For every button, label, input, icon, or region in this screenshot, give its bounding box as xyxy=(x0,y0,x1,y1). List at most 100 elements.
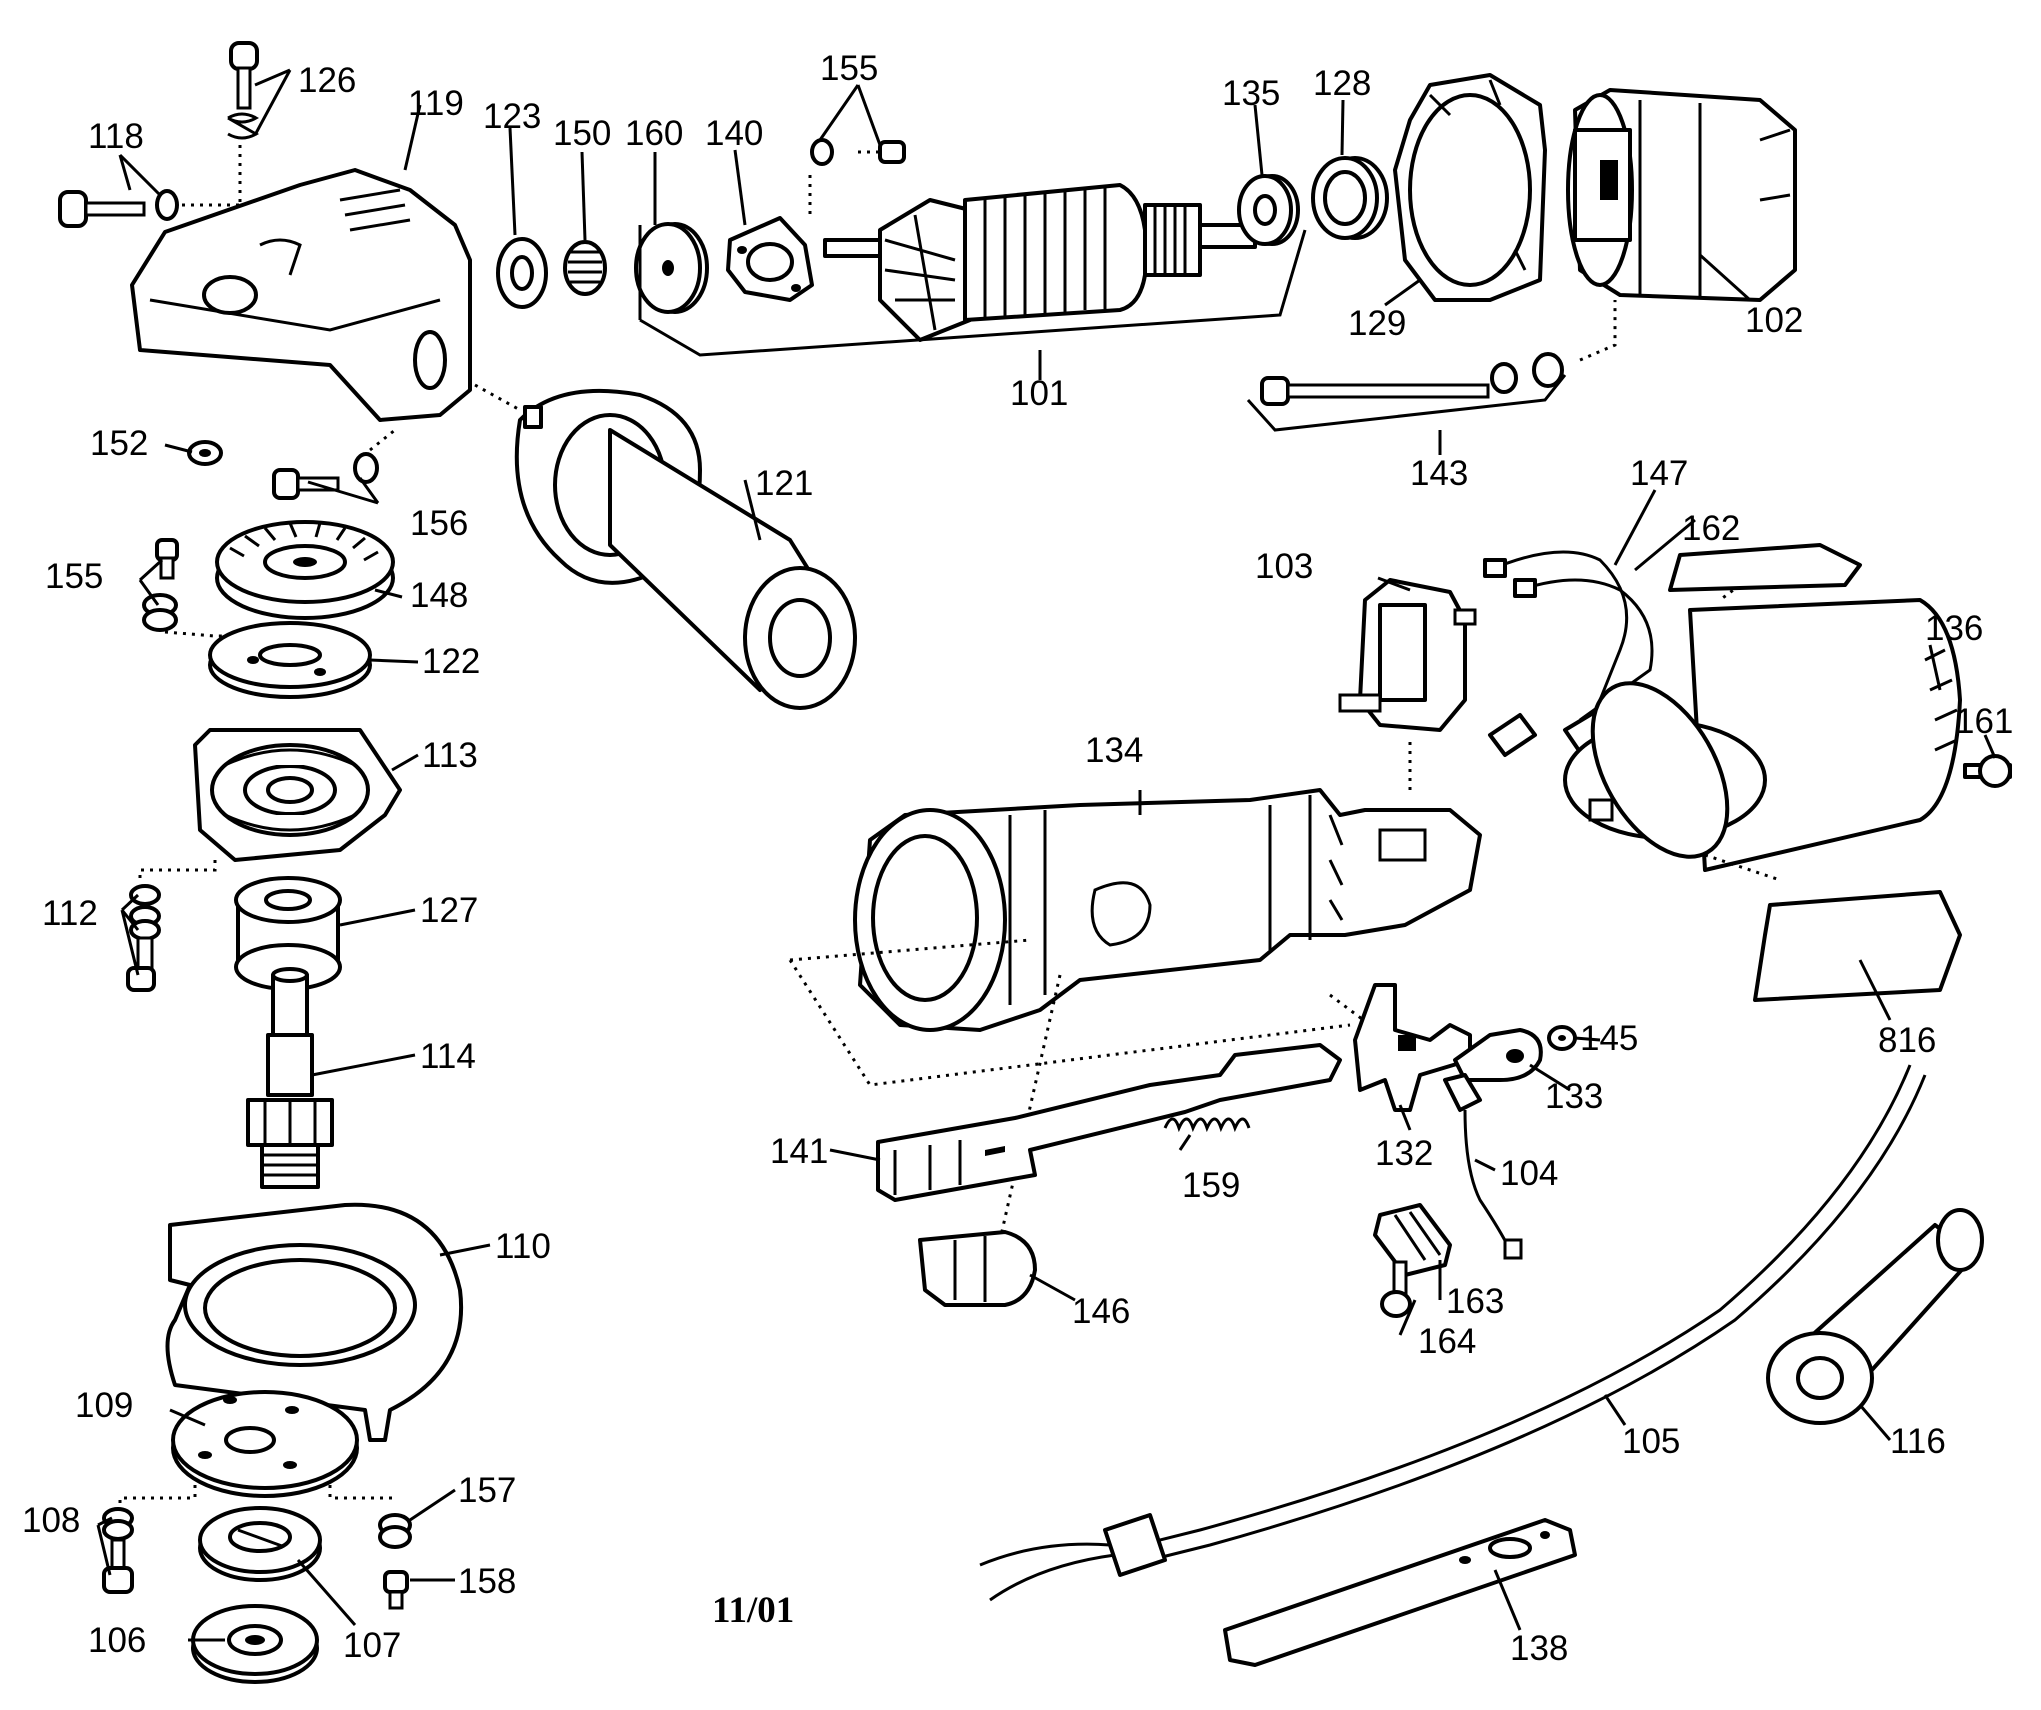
part-158-screw xyxy=(383,1570,409,1610)
label-141: 141 xyxy=(770,1132,828,1171)
part-141-switch-bar xyxy=(876,1043,1342,1202)
date-code: 11/01 xyxy=(712,1590,794,1631)
label-146: 146 xyxy=(1072,1292,1130,1331)
part-128-ring xyxy=(1311,156,1389,240)
part-105-cord xyxy=(979,1064,1927,1602)
part-155-top-screws xyxy=(808,138,906,220)
label-106: 106 xyxy=(88,1621,146,1660)
label-162: 162 xyxy=(1682,509,1740,548)
label-155-top: 155 xyxy=(820,49,878,88)
label-140: 140 xyxy=(705,114,763,153)
part-121-side-handle xyxy=(514,388,857,710)
label-152: 152 xyxy=(90,424,148,463)
part-157-nut xyxy=(378,1513,412,1549)
label-159: 159 xyxy=(1182,1166,1240,1205)
label-107: 107 xyxy=(343,1626,401,1665)
part-138-cord-clamp xyxy=(1223,1518,1577,1667)
part-114-spindle xyxy=(246,967,334,1189)
label-104: 104 xyxy=(1500,1154,1558,1193)
label-113: 113 xyxy=(422,736,478,775)
label-129: 129 xyxy=(1348,304,1406,343)
label-157: 157 xyxy=(458,1471,516,1510)
part-148-bevel-gear xyxy=(215,520,395,620)
label-163: 163 xyxy=(1446,1282,1504,1321)
label-109: 109 xyxy=(75,1386,133,1425)
label-103: 103 xyxy=(1255,547,1313,586)
part-163-cap xyxy=(1373,1203,1452,1277)
part-108-screws xyxy=(102,1507,134,1594)
label-150: 150 xyxy=(553,114,611,153)
label-132: 132 xyxy=(1375,1134,1433,1173)
part-140-retainer xyxy=(726,216,814,302)
label-160: 160 xyxy=(625,114,683,153)
label-158: 158 xyxy=(458,1562,516,1601)
label-128: 128 xyxy=(1313,64,1371,103)
leader-lines xyxy=(96,68,1997,1642)
part-107-flange xyxy=(198,1506,322,1582)
part-152-nut xyxy=(187,440,223,466)
label-147: 147 xyxy=(1630,454,1688,493)
label-119: 119 xyxy=(408,84,464,123)
label-122: 122 xyxy=(422,642,480,681)
label-133: 133 xyxy=(1545,1077,1603,1116)
label-148: 148 xyxy=(410,576,468,615)
label-105: 105 xyxy=(1622,1422,1680,1461)
part-123-nut xyxy=(496,237,548,309)
part-118-screw-washer xyxy=(58,189,320,228)
label-143: 143 xyxy=(1410,454,1468,493)
label-123: 123 xyxy=(483,97,541,136)
label-116: 116 xyxy=(1890,1422,1946,1461)
part-132-brush-holder xyxy=(1353,983,1472,1112)
part-119-gear-housing xyxy=(130,168,521,422)
part-101-armature xyxy=(639,183,1307,357)
part-159-spring xyxy=(1163,1117,1251,1133)
part-112-screws xyxy=(126,884,161,992)
part-labels: 126 118 119 123 150 160 140 155 135 128 … xyxy=(22,49,2013,1668)
part-109-flange xyxy=(118,1390,395,1510)
part-116-cord-protector xyxy=(1766,1208,1984,1425)
part-104-brush xyxy=(1443,1073,1523,1260)
label-155-left: 155 xyxy=(45,557,103,596)
part-135-bearing xyxy=(1237,174,1300,246)
label-126: 126 xyxy=(298,61,356,100)
label-102: 102 xyxy=(1745,301,1803,340)
label-121: 121 xyxy=(755,464,813,503)
part-146-trigger xyxy=(918,1230,1037,1307)
part-155-left-screws xyxy=(142,538,325,638)
label-145: 145 xyxy=(1580,1019,1638,1058)
part-126-screw-spring xyxy=(227,41,260,210)
label-138: 138 xyxy=(1510,1629,1568,1668)
part-110-guard xyxy=(165,1202,464,1442)
label-134: 134 xyxy=(1085,731,1143,770)
label-101: 101 xyxy=(1010,374,1068,413)
label-110: 110 xyxy=(495,1227,551,1266)
part-143-screws xyxy=(1246,300,1617,432)
label-108: 108 xyxy=(22,1501,80,1540)
part-164-screw xyxy=(1380,1260,1412,1318)
part-161-screw xyxy=(1963,754,2012,788)
label-156: 156 xyxy=(410,504,468,543)
label-135: 135 xyxy=(1222,74,1280,113)
part-103-switch xyxy=(1338,578,1477,732)
part-136-motor-cover xyxy=(1563,583,1962,882)
part-113-gear-case xyxy=(138,728,402,880)
part-156-screw-washer xyxy=(272,428,396,500)
label-164: 164 xyxy=(1418,1322,1476,1361)
label-112: 112 xyxy=(42,894,98,933)
part-160-baffle xyxy=(634,222,709,320)
part-129-baffle xyxy=(1393,73,1547,302)
part-133-brush-spring xyxy=(1453,1028,1543,1082)
part-102-field xyxy=(1566,88,1797,302)
label-127: 127 xyxy=(420,891,478,930)
part-816-labels xyxy=(1668,543,1962,1002)
part-145-screw xyxy=(1547,1025,1577,1051)
label-114: 114 xyxy=(420,1037,476,1076)
part-150-pinion xyxy=(563,240,607,296)
part-122-bearing-plate xyxy=(208,621,372,699)
part-134-motor-housing xyxy=(788,740,1482,1241)
label-136: 136 xyxy=(1925,609,1983,648)
label-816: 816 xyxy=(1878,1021,1936,1060)
label-161: 161 xyxy=(1955,702,2013,741)
label-118: 118 xyxy=(88,117,144,156)
